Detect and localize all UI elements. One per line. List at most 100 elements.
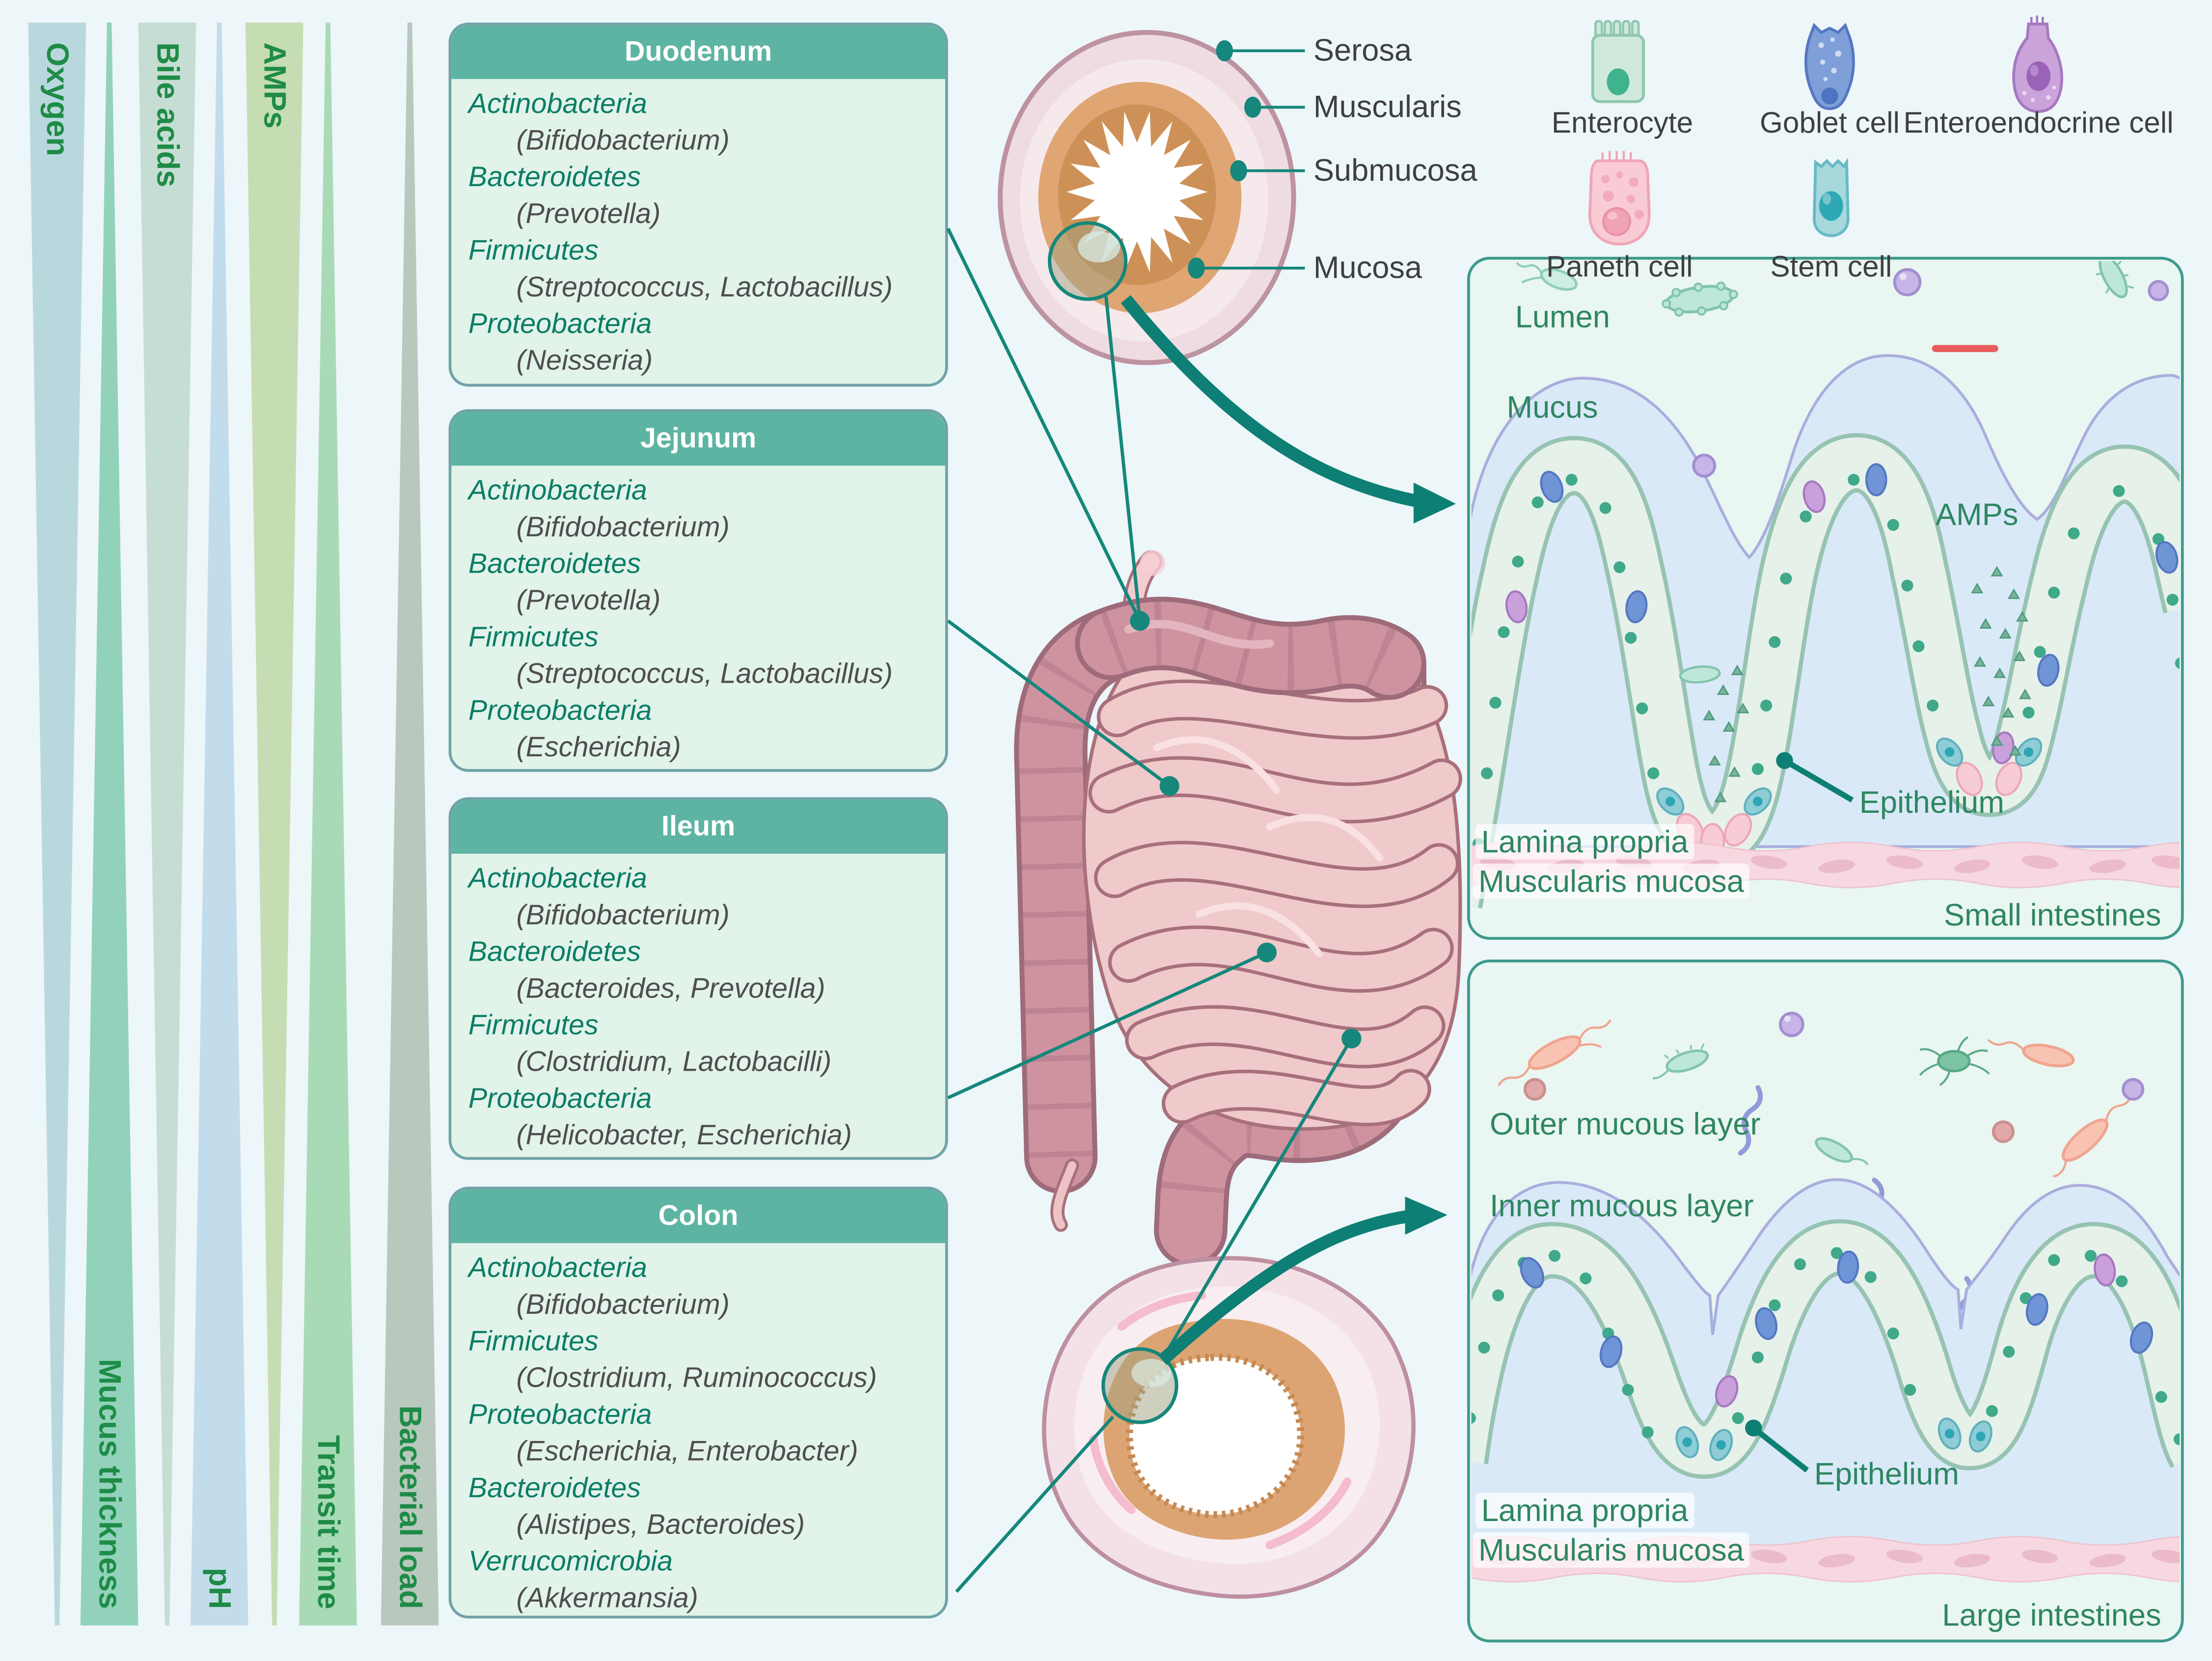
legend-label-stem-cell: Stem cell [1770,251,1892,284]
gradient-triangle-mucus-thickness: Mucus thickness [80,22,138,1626]
taxon-genera: (Prevotella) [516,585,661,617]
large-panel-label-epithelium: Epithelium [1814,1456,1959,1492]
zoom-arrows [1120,295,1456,1365]
connector-jejunum-box-line [947,619,1171,788]
taxon-genera: (Bifidobacterium) [516,900,730,932]
taxon-genera: (Bifidobacterium) [516,1290,730,1321]
taxon-genera: (Escherichia) [516,732,681,764]
taxon-phylum: Bacteroidetes [468,549,641,580]
taxon-genera: (Akkermansia) [516,1583,698,1614]
colon-location-dot [1341,1028,1362,1049]
gradient-label-oxygen: Oxygen [40,42,76,157]
legend-label-paneth-cell: Paneth cell [1546,251,1693,284]
gradient-triangle-ph: pH [190,22,248,1626]
large-panel-label-outer-mucous: Outer mucous layer [1489,1106,1761,1142]
cross-section-pointer-lines [1196,49,1305,270]
gradient-triangle-oxygen: Oxygen [28,22,86,1626]
cross-section-label-submucosa: Submucosa [1313,152,1477,188]
arrow-to-small-intestines-panel [1413,482,1456,524]
taxon-phylum: Actinobacteria [468,863,648,895]
connector-colon-box-line [955,1415,1115,1593]
taxon-genera: (Escherichia, Enterobacter) [516,1436,858,1468]
legend-label-enterocyte: Enterocyte [1551,107,1693,140]
gradient-label-ph: pH [202,1567,238,1609]
small-panel-label-amps: AMPs [1935,497,2019,532]
cross-section-label-muscularis: Muscularis [1313,89,1462,124]
magnifier-circle-duodenum [1047,221,1128,301]
taxon-genera: (Streptococcus, Lactobacillus) [516,659,893,690]
taxon-phylum: Bacteroidetes [468,162,641,194]
taxon-genera: (Clostridium, Ruminococcus) [516,1363,877,1394]
region-box-duodenum: Duodenum Actinobacteria (Bifidobacterium… [448,22,948,387]
large-panel-label-muscularis-mucosa: Muscularis mucosa [1473,1532,1750,1568]
gradient-triangle-amps: AMPs [245,22,303,1626]
taxon-genera: (Clostridium, Lactobacilli) [516,1047,832,1079]
taxon-phylum: Proteobacteria [468,1400,652,1431]
enterocyte-icon [1591,20,1645,103]
taxon-genera: (Prevotella) [516,199,661,230]
arrow-to-large-intestines-panel [1405,1196,1447,1235]
taxon-genera: (Bifidobacterium) [516,125,730,157]
magnifier-circle-colon [1101,1347,1178,1424]
duodenum-location-dot [1130,611,1150,631]
gradient-label-bile-acids: Bile acids [150,42,186,188]
cross-section-label-serosa: Serosa [1313,32,1412,68]
taxon-phylum: Proteobacteria [468,309,652,340]
paneth-cell-icon [1588,151,1651,246]
small-panel-label-epithelium: Epithelium [1859,784,2004,820]
taxon-phylum: Proteobacteria [468,695,652,727]
taxon-phylum: Actinobacteria [468,475,648,507]
taxon-phylum: Verrucomicrobia [468,1546,673,1578]
intestine-illustration [1014,550,1462,1268]
taxon-phylum: Firmicutes [468,235,599,267]
enteroendocrine-cell-icon [2012,15,2063,113]
gradient-triangle-bile-acids: Bile acids [138,22,196,1626]
legend-label-goblet-cell: Goblet cell [1759,107,1900,140]
small-panel-label-mucus: Mucus [1506,389,1598,425]
taxon-phylum: Actinobacteria [468,89,648,120]
goblet-cell-icon [1804,23,1855,111]
taxon-genera: (Neisseria) [516,345,653,377]
jejunum-location-dot [1159,776,1179,796]
large-panel-label-inner-mucous: Inner mucous layer [1489,1188,1754,1223]
taxon-phylum: Bacteroidetes [468,937,641,968]
region-box-jejunum: Jejunum Actinobacteria (Bifidobacterium)… [448,409,948,772]
stem-cell-icon [1812,158,1850,237]
cross-section-label-mucosa: Mucosa [1313,249,1422,285]
connector-ileum-box-line [947,951,1268,1100]
gradient-label-bacterial-load: Bacterial load [393,1405,428,1609]
taxon-phylum: Firmicutes [468,1326,599,1357]
region-box-ileum-title: Ileum [451,800,945,854]
connector-colon-crosssection-line [1164,1037,1353,1356]
taxon-genera: (Alistipes, Bacteroides) [516,1510,805,1541]
region-box-colon-title: Colon [451,1190,945,1244]
taxon-phylum: Actinobacteria [468,1253,648,1284]
legend-label-enteroendocrine: Enteroendocrine cell [1903,107,2174,140]
gradient-label-mucus-thickness: Mucus thickness [92,1358,128,1609]
gradient-label-amps: AMPs [257,42,293,129]
taxon-genera: (Bacteroides, Prevotella) [516,973,825,1005]
connector-duodenum-box-line [946,227,1142,622]
large-panel-title: Large intestines [1942,1597,2161,1633]
region-box-ileum: Ileum Actinobacteria (Bifidobacterium) B… [448,797,948,1160]
taxon-phylum: Firmicutes [468,622,599,654]
taxon-phylum: Proteobacteria [468,1083,652,1115]
location-dots [1130,611,1362,1049]
small-panel-label-lumen: Lumen [1515,299,1611,334]
taxon-phylum: Bacteroidetes [468,1473,641,1504]
region-box-jejunum-title: Jejunum [451,412,945,466]
colon-cross-section [1042,1256,1416,1599]
gradient-triangle-transit-time: Transit time [299,22,357,1626]
taxon-genera: (Helicobacter, Escherichia) [516,1120,852,1152]
connector-duodenum-crosssection-line [1104,296,1142,621]
small-panel-label-lamina-propria: Lamina propria [1475,824,1694,859]
region-box-colon: Colon Actinobacteria (Bifidobacterium) F… [448,1187,948,1619]
ileum-location-dot [1256,942,1277,963]
gradient-triangle-bacterial-load: Bacterial load [381,22,439,1626]
small-panel-title: Small intestines [1943,897,2161,933]
taxon-genera: (Bifidobacterium) [516,512,730,544]
large-panel-label-lamina-propria: Lamina propria [1475,1493,1694,1528]
gradient-label-transit-time: Transit time [311,1434,347,1609]
small-panel-label-muscularis-mucosa: Muscularis mucosa [1473,863,1750,899]
